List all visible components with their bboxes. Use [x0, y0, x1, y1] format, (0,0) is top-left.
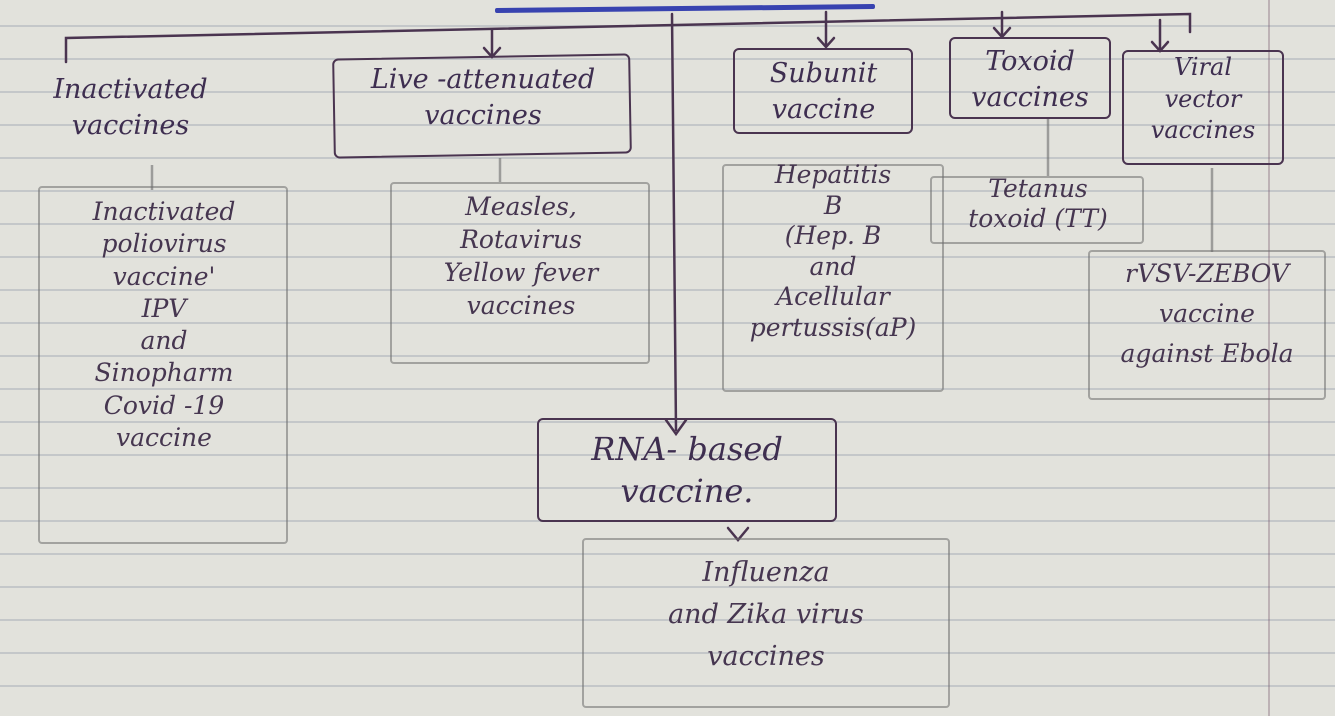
category-box-viral-vector — [1122, 50, 1284, 165]
example-viral-vector: rVSV-ZEBOV vaccine against Ebola — [1120, 259, 1294, 368]
category-rna-based: RNA- based vaccine. — [591, 430, 783, 511]
page-margin-line — [1268, 0, 1270, 716]
example-rna-based: Influenza and Zika virus vaccines — [668, 557, 864, 672]
category-viral-vector: Viral vector vaccines — [1150, 53, 1256, 145]
drop-live-arrow — [482, 46, 502, 59]
main-branch-line — [64, 12, 1192, 64]
category-box-toxoid — [949, 37, 1111, 119]
category-toxoid: Toxoid vaccines — [971, 46, 1089, 113]
drop-rna — [670, 12, 678, 432]
drop-rna-example-arrow — [726, 526, 750, 542]
category-subunit: Subunit vaccine — [769, 58, 878, 125]
example-toxoid: Tetanus toxoid (TT) — [968, 174, 1108, 233]
example-subunit: Hepatitis B (Hep. B and Acellular pertus… — [749, 160, 917, 342]
example-box-toxoid — [930, 176, 1144, 244]
example-box-live-attenuated — [390, 182, 650, 364]
category-box-subunit — [733, 48, 913, 134]
example-box-subunit — [722, 164, 944, 392]
category-live-attenuated: Live -attenuated vaccines — [370, 64, 596, 131]
example-box-viral-vector — [1088, 250, 1326, 400]
example-inactivated: Inactivated poliovirus vaccine' IPV and … — [92, 197, 236, 452]
example-live-attenuated: Measles, Rotavirus Yellow fever vaccines — [443, 192, 599, 320]
category-inactivated: Inactivated vaccines — [53, 74, 208, 141]
drop-rna-arrow — [664, 418, 688, 437]
example-box-rna-based — [582, 538, 950, 708]
drop-subunit-arrow — [816, 36, 836, 49]
category-box-rna-based — [537, 418, 837, 522]
example-box-inactivated — [38, 186, 288, 544]
